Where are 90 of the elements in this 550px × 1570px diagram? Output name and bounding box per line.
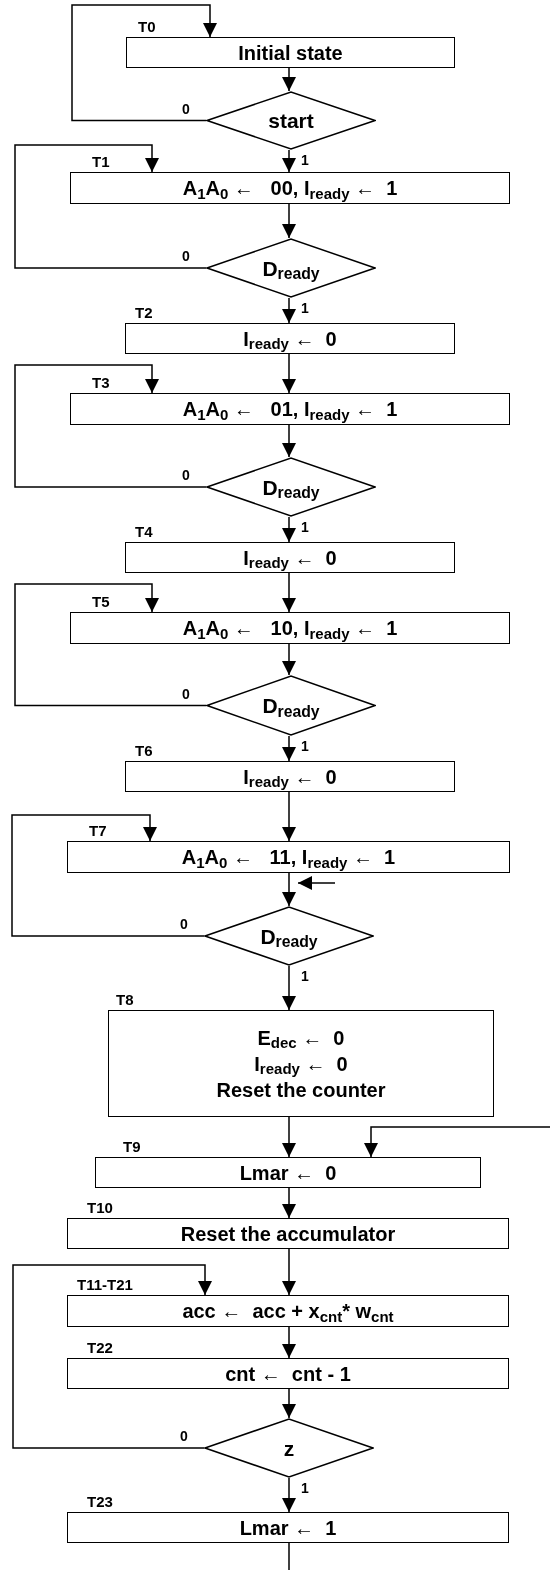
arrow <box>12 1264 212 1449</box>
arrow <box>282 1326 296 1359</box>
process-box <box>67 841 510 873</box>
step-label: T2 <box>135 305 153 320</box>
process-box <box>70 393 510 425</box>
arrow <box>282 516 296 543</box>
step-label: T5 <box>92 594 110 609</box>
arrow <box>11 814 205 937</box>
arrow <box>282 965 296 1011</box>
decision-diamond <box>206 457 376 517</box>
edge-label: 0 <box>180 1429 188 1443</box>
step-label: T6 <box>135 743 153 758</box>
arrow <box>282 67 296 92</box>
operation-text: I$_{ready}$ ← 0 <box>243 326 337 352</box>
process-box <box>125 542 455 573</box>
operation-text: cnt ← cnt - 1 <box>225 1361 351 1387</box>
edge-label: 1 <box>301 739 309 753</box>
edge-label: 1 <box>301 969 309 983</box>
decision-diamond <box>206 675 376 736</box>
step-label: T8 <box>116 992 134 1007</box>
arrow <box>14 144 207 269</box>
operation-text: E$_{dec}$ ← 0 <box>257 1025 345 1051</box>
operation-text: I$_{ready}$ ← 0 <box>243 545 337 571</box>
operation-text: A$_{1}$A$_{0}$ ← 00, I$_{ready}$ ← 1 <box>182 176 398 201</box>
process-box <box>67 1218 509 1249</box>
operation-text: A$_{1}$A$_{0}$ ← 01, I$_{ready}$ ← 1 <box>182 397 398 422</box>
edge-label: 0 <box>182 101 190 116</box>
decision-diamond <box>206 91 376 150</box>
arrow <box>282 735 296 762</box>
process-box <box>70 612 510 644</box>
arrow <box>282 643 296 676</box>
edge-label: 0 <box>182 686 190 701</box>
arrow <box>282 1477 296 1513</box>
operation-text: A$_{1}$A$_{0}$ ← 10, I$_{ready}$ ← 1 <box>182 616 398 641</box>
process-box <box>125 761 455 792</box>
edge-label: 0 <box>182 468 190 482</box>
arrow <box>282 1388 296 1419</box>
edge-label: 0 <box>180 917 188 931</box>
edge-label: 1 <box>301 1481 309 1495</box>
decision-diamond <box>206 238 376 298</box>
arrow <box>282 791 296 842</box>
edge-label: 0 <box>182 249 190 263</box>
edge-label: 1 <box>301 301 309 315</box>
operation-text: Reset the accumulator <box>180 1221 396 1247</box>
decision-diamond <box>204 906 374 966</box>
arrow <box>282 1116 296 1158</box>
condition-text: z <box>283 1437 295 1459</box>
process-box <box>67 1295 509 1327</box>
edge-label: 1 <box>301 153 309 167</box>
operation-text: acc ← acc + x$_{cnt}$* w$_{cnt}$ <box>182 1299 394 1324</box>
arrow <box>71 4 217 122</box>
step-label: T7 <box>89 823 107 838</box>
arrow <box>364 1126 550 1158</box>
step-label: T1 <box>92 154 110 169</box>
process-box <box>126 37 455 68</box>
process-box <box>70 172 510 204</box>
step-label: T3 <box>92 375 110 390</box>
operation-text: I$_{ready}$ ← 0 <box>254 1051 348 1077</box>
step-label: T23 <box>87 1494 113 1509</box>
process-box <box>67 1358 509 1389</box>
decision-diamond <box>204 1418 374 1478</box>
step-label: T0 <box>138 19 156 34</box>
arrow <box>282 149 296 173</box>
operation-text: I$_{ready}$ ← 0 <box>243 764 337 790</box>
arrow <box>282 353 296 394</box>
operation-text: Lmar ← 0 <box>239 1160 337 1186</box>
condition-text: start <box>268 110 314 131</box>
arrow <box>282 1248 296 1296</box>
operation-text: Initial state <box>238 40 343 66</box>
process-box <box>95 1157 481 1188</box>
process-box <box>125 323 455 354</box>
arrow <box>282 872 296 907</box>
step-label: T4 <box>135 524 153 539</box>
step-label: T10 <box>87 1200 113 1215</box>
arrow <box>14 583 207 707</box>
edge-label: 1 <box>301 520 309 534</box>
arrow <box>282 1187 296 1219</box>
process-box <box>67 1512 509 1543</box>
process-box <box>108 1010 494 1117</box>
operation-text: Reset the counter <box>216 1077 386 1103</box>
arrow <box>282 572 296 613</box>
step-label: T11-T21 <box>77 1277 133 1292</box>
arrow <box>282 203 296 239</box>
step-label: T22 <box>87 1340 113 1355</box>
arrow <box>282 297 296 324</box>
arrow <box>282 424 296 458</box>
step-label: T9 <box>123 1139 141 1154</box>
operation-text: Lmar ← 1 <box>239 1515 337 1541</box>
operation-text: A$_{1}$A$_{0}$ ← 11, I$_{ready}$ ← 1 <box>181 845 396 870</box>
arrow <box>14 364 207 488</box>
